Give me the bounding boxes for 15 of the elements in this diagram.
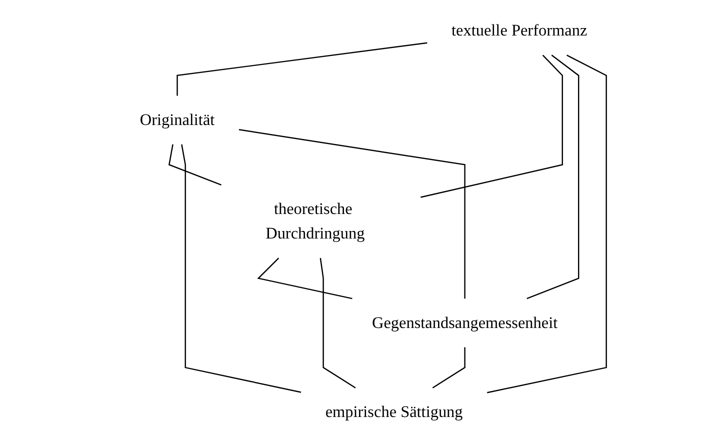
connector [526, 54, 580, 300]
node-text: theoretische Durchdringung [266, 200, 365, 243]
node-text: empirische Sättigung [325, 403, 463, 422]
connector [176, 42, 428, 96]
connector [487, 54, 607, 394]
connector [320, 258, 356, 388]
connector [181, 144, 302, 393]
connector [238, 129, 466, 299]
connector [257, 258, 352, 300]
node-text: textuelle Performanz [452, 22, 588, 40]
connector [420, 54, 563, 198]
connector [432, 347, 466, 388]
node-text: Gegenstandsangemessenheit [372, 314, 558, 332]
connector [168, 144, 222, 186]
node-text: Originalität [140, 111, 215, 130]
